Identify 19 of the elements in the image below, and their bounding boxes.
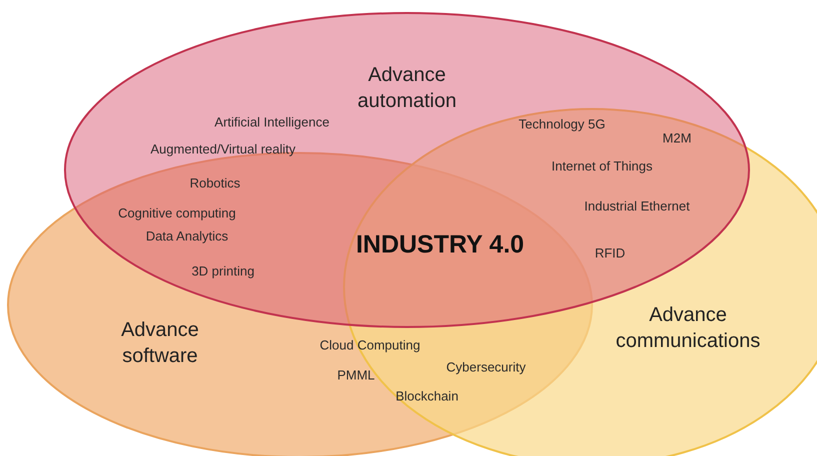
technology-label: Cognitive computing	[118, 204, 236, 222]
technology-label: Technology 5G	[518, 115, 606, 134]
technology-label: Cloud Computing	[320, 336, 420, 354]
technology-label: PMML	[337, 366, 375, 384]
set-title: Advance software	[120, 318, 200, 369]
technology-label: Data Analytics	[146, 227, 228, 246]
technology-label: M2M	[662, 129, 692, 148]
technology-label: Artificial Intelligence	[214, 113, 330, 132]
technology-label: RFID	[594, 244, 626, 262]
technology-label: Cybersecurity	[446, 358, 526, 376]
set-title: Advance communications	[614, 303, 762, 354]
technology-label: Robotics	[190, 174, 240, 192]
technology-label: 3D printing	[192, 262, 254, 280]
technology-label: Internet of Things	[552, 157, 652, 176]
center-title: INDUSTRY 4.0	[356, 229, 524, 260]
technology-label: Blockchain	[396, 387, 458, 406]
technology-label: Industrial Ethernet	[584, 197, 690, 216]
set-title: Advance automation	[356, 63, 458, 114]
technology-label: Augmented/Virtual reality	[150, 140, 296, 158]
